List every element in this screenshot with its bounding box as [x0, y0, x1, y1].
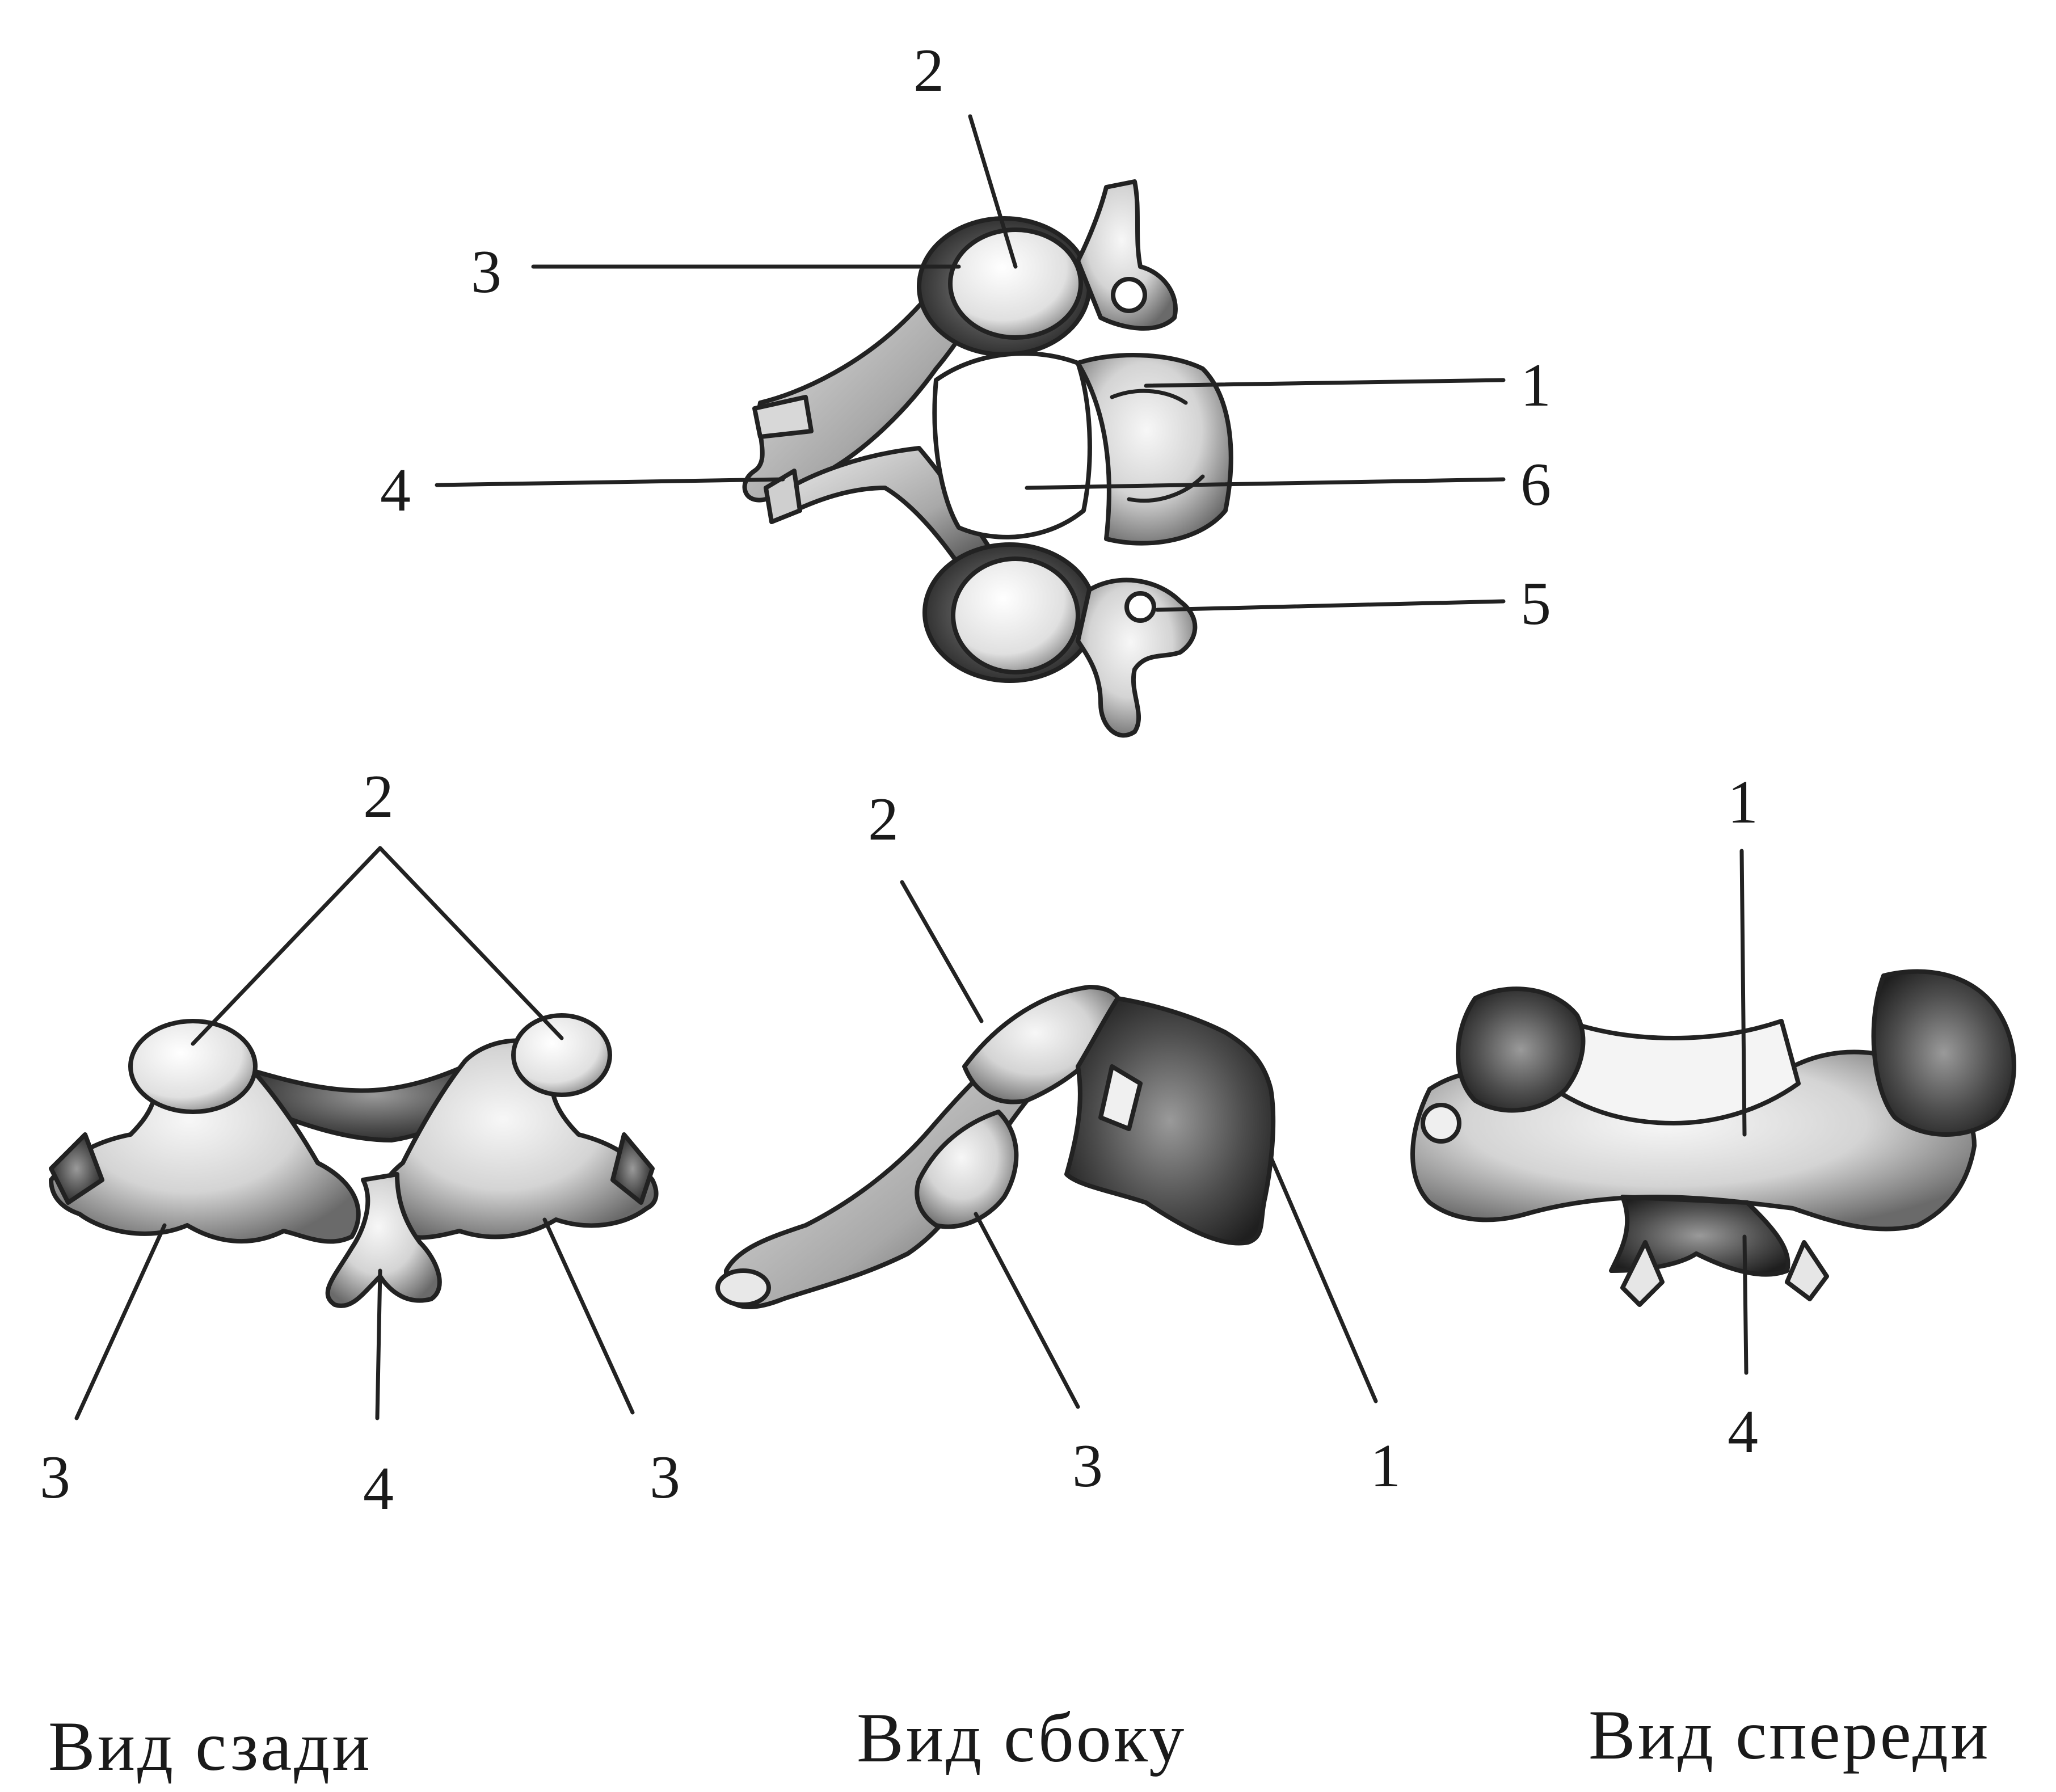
- anterior-view-caption: Вид спереди: [1589, 1696, 1990, 1774]
- lateral-view: 2 3 1 Вид сбоку: [718, 786, 1401, 1777]
- lateral-label-3: 3: [1072, 1432, 1103, 1500]
- top-label-1: 1: [1520, 352, 1551, 419]
- lateral-label-1: 1: [1370, 1432, 1401, 1500]
- top-label-2: 2: [913, 37, 944, 104]
- top-label-4: 4: [380, 457, 411, 524]
- top-label-6: 6: [1520, 451, 1551, 518]
- posterior-label-3-right: 3: [650, 1444, 680, 1511]
- lateral-view-bone-drawing: [718, 987, 1273, 1307]
- anterior-view-leader-lines: [1742, 851, 1746, 1373]
- posterior-view: 2 3 4 3 Вид сзади: [40, 763, 680, 1785]
- posterior-label-2: 2: [363, 763, 394, 830]
- top-view: 2 3 1 4 6 5: [380, 37, 1551, 735]
- posterior-label-3-left: 3: [40, 1444, 70, 1511]
- top-label-5: 5: [1520, 570, 1551, 638]
- posterior-view-caption: Вид сзади: [48, 1707, 372, 1785]
- anterior-label-1: 1: [1728, 769, 1758, 836]
- anterior-view: 1 4 Вид спереди: [1413, 769, 2014, 1774]
- anterior-view-bone-drawing: [1413, 972, 2014, 1305]
- lateral-view-caption: Вид сбоку: [857, 1699, 1186, 1777]
- posterior-label-4: 4: [363, 1455, 394, 1523]
- anterior-label-4: 4: [1728, 1398, 1758, 1466]
- lateral-label-2: 2: [868, 786, 899, 853]
- top-label-3: 3: [471, 238, 502, 306]
- top-view-bone-drawing: [745, 182, 1231, 735]
